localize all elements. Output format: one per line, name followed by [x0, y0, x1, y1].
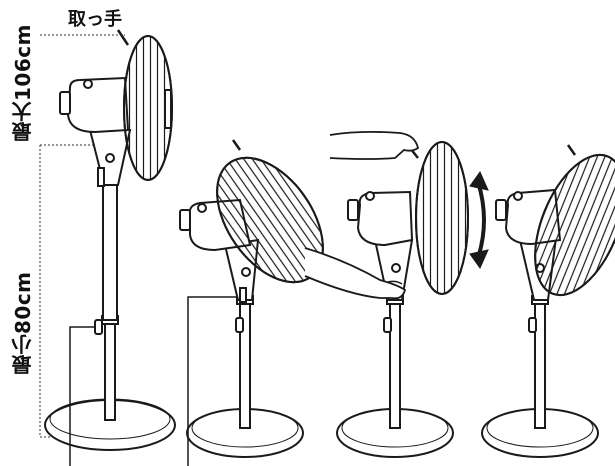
double-arrow-icon — [469, 170, 489, 270]
fan-tilted-down — [481, 144, 615, 458]
max-height-label: 最大106cm — [11, 24, 35, 142]
fan-max-height — [44, 29, 176, 451]
fan-min-height-tilted-up — [179, 139, 324, 458]
handle-label: 取っ手 — [68, 9, 122, 30]
min-height-label: 最小80cm — [11, 271, 35, 375]
leader-lines — [69, 296, 236, 466]
fan-tilt-adjust-hands — [304, 130, 469, 458]
